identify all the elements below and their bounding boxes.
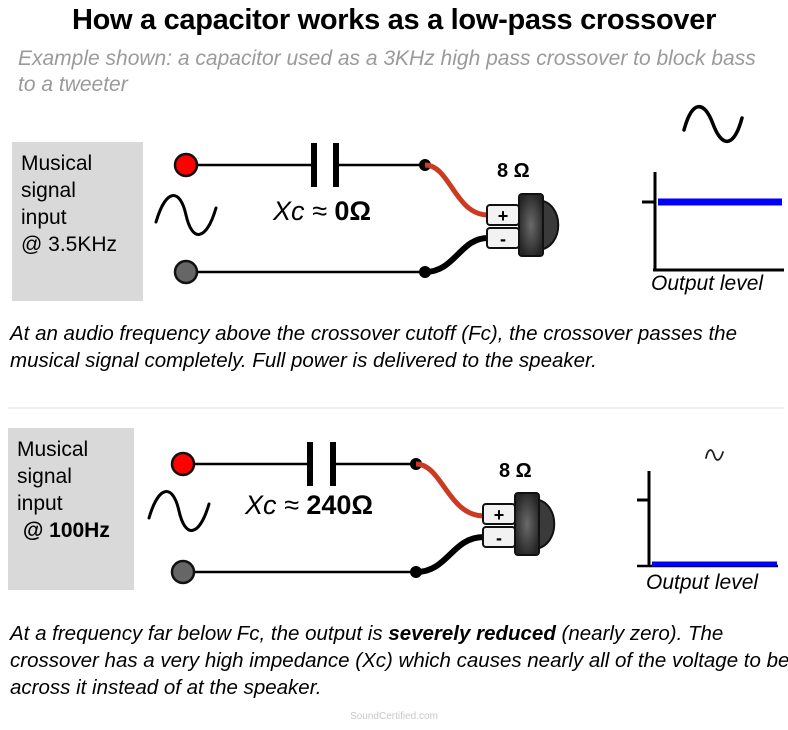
negative-input-terminal <box>170 559 196 585</box>
caption-2: At a frequency far below Fc, the output … <box>10 620 788 701</box>
terminal-plus-label: + <box>494 505 505 525</box>
output-level-graph-2 <box>637 449 778 568</box>
tweeter-speaker-icon <box>482 492 556 556</box>
input-label-line: Musical <box>21 152 93 175</box>
input-frequency: @ 100Hz <box>17 519 110 542</box>
section-divider <box>8 407 784 409</box>
output-sine-wave-icon <box>705 449 724 461</box>
input-label-line: Musical <box>17 438 89 461</box>
input-label-line: signal <box>21 179 76 202</box>
input-label-line: signal <box>17 465 72 488</box>
input-sine-wave-icon <box>147 490 211 532</box>
caption-1: At an audio frequency above the crossove… <box>10 322 737 372</box>
negative-input-terminal <box>173 259 199 285</box>
reactance-symbol: Xc ≈ <box>245 490 299 520</box>
input-label-line: input <box>21 206 67 229</box>
reactance-symbol: Xc ≈ <box>273 196 327 226</box>
tweeter-speaker-icon <box>486 193 560 257</box>
speaker-impedance-2: 8 Ω <box>499 460 532 482</box>
capacitor-plate-right <box>330 442 336 486</box>
input-label-line: @ 3.5KHz <box>21 233 118 256</box>
terminal-plus-label: + <box>498 206 509 226</box>
caption-text: At a frequency far below Fc, the output … <box>10 622 389 645</box>
positive-speaker-wire <box>415 461 485 519</box>
circuit-panel-1 <box>154 105 784 285</box>
input-label-line: @ 100Hz <box>17 517 134 544</box>
subtitle: Example shown: a capacitor used as a 3KH… <box>18 47 756 96</box>
negative-speaker-wire <box>424 235 489 275</box>
terminal-minus-label: - <box>496 528 502 548</box>
reactance-value: 240Ω <box>306 490 374 520</box>
positive-input-terminal <box>170 451 196 477</box>
output-level-label-2: Output level <box>646 571 759 594</box>
output-level-bar <box>658 198 782 206</box>
input-signal-box-1: Musical signal input @ 3.5KHz <box>12 142 143 301</box>
terminal-minus-label: - <box>500 229 506 249</box>
output-level-label-1: Output level <box>651 272 764 295</box>
input-sine-wave-icon <box>154 194 218 236</box>
positive-input-terminal <box>173 152 199 178</box>
reactance-value: 0Ω <box>334 196 372 226</box>
positive-speaker-wire <box>424 162 489 218</box>
footer-watermark: SoundCertified.com <box>350 711 438 722</box>
speaker-impedance-1: 8 Ω <box>497 160 530 182</box>
reactance-label-2: Xc ≈ 240Ω <box>245 490 373 521</box>
negative-speaker-wire <box>415 534 485 575</box>
capacitor-plate-left <box>307 442 313 486</box>
input-signal-box-2: Musical signal input @ 100Hz <box>8 428 134 590</box>
caption-text: (nearly zero). The crossover has a very … <box>10 622 788 699</box>
circuit-panel-2 <box>147 442 778 585</box>
output-level-graph-1 <box>642 105 784 272</box>
output-sine-wave-icon <box>682 105 744 143</box>
caption-emphasis: severely reduced <box>388 622 556 645</box>
input-label-line: input <box>17 492 63 515</box>
output-level-bar <box>652 561 777 567</box>
capacitor-plate-left <box>311 143 317 187</box>
page-title: How a capacitor works as a low-pass cros… <box>71 4 717 36</box>
capacitor-plate-right <box>333 143 339 187</box>
reactance-label-1: Xc ≈ 0Ω <box>273 196 371 227</box>
